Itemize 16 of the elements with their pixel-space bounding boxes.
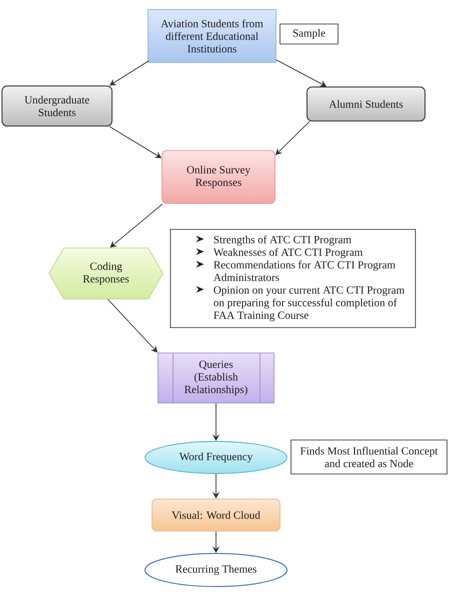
node-label: Strengths of ATC CTI Program xyxy=(214,235,352,246)
node-label: Weaknesses of ATC CTI Program xyxy=(213,248,363,258)
rounded-box: Alumni Students xyxy=(306,86,426,122)
hexagon: Coding Responses xyxy=(48,248,164,300)
note-box: Sample xyxy=(280,24,338,44)
rounded-box: Online Survey Responses xyxy=(162,150,276,204)
process-box: Queries (Establish Relationships) xyxy=(158,352,274,404)
process-box: Aviation Students from different Educational Institutions xyxy=(148,9,276,63)
arrow xyxy=(110,60,150,86)
node-label: Opinion on your current ATC CTI Program on preparing for successful completion of FAA Training Course xyxy=(214,286,404,322)
rounded-box: Visual: Word Cloud xyxy=(152,498,280,532)
arrow xyxy=(276,59,326,87)
note-box: Finds Most Influential Concept and created as Node xyxy=(290,440,448,474)
node-label: Recommendations for ATC CTI Program Administrators xyxy=(214,260,396,282)
rounded-box: Undergraduate Students xyxy=(2,86,112,126)
list-box: Strengths of ATC CTI Program Weaknesses of ATC CTI Program Recommendations for ATC CTI Program Administrators Opinion on your current ATC CTI Program on preparing for successful completion of FAA Training Course xyxy=(170,229,416,328)
